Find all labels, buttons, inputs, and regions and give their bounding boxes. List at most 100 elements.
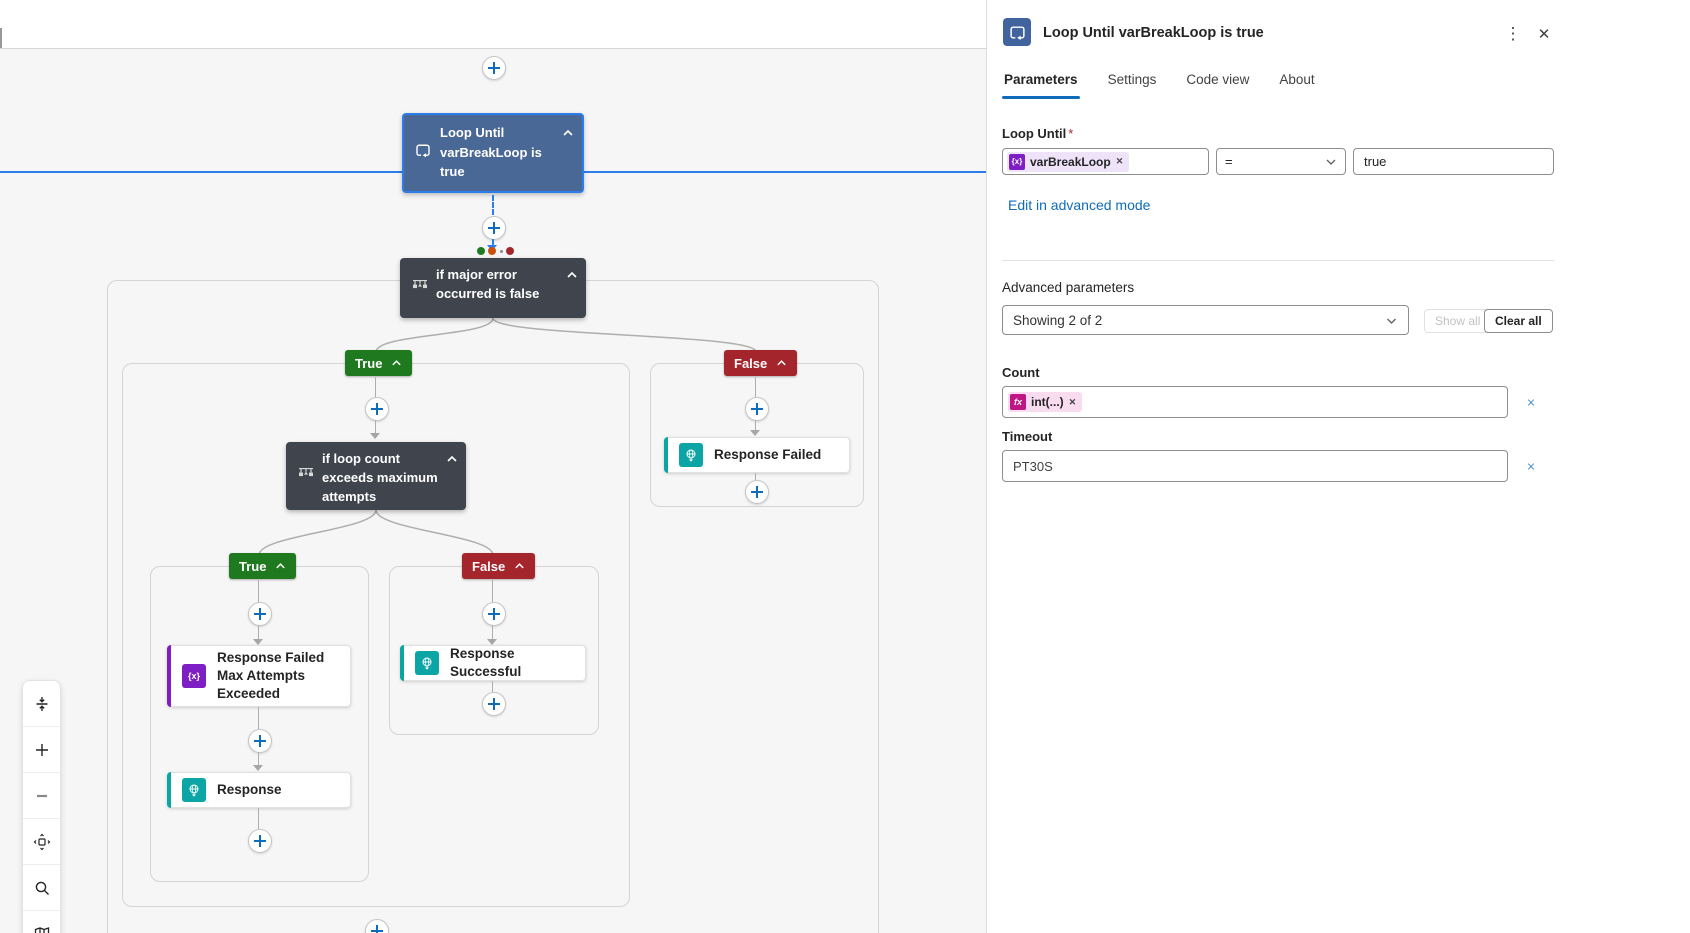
condition-icon — [411, 278, 429, 299]
loop-until-value-input[interactable] — [1362, 153, 1545, 170]
pan-button[interactable] — [23, 819, 60, 865]
branch-true-badge[interactable]: True — [345, 350, 413, 376]
canvas-toolbar — [22, 680, 61, 933]
action-response-failed[interactable]: Response Failed — [664, 437, 850, 473]
canvas-edge — [0, 28, 2, 48]
canvas-top-strip — [0, 0, 986, 49]
collapse-chevron-icon[interactable] — [566, 266, 578, 285]
connector — [492, 580, 493, 602]
response-icon — [679, 443, 703, 467]
card-accent — [400, 645, 404, 681]
timeout-label: Timeout — [1002, 429, 1053, 444]
node-title: if loop count exceeds maximum attempts — [322, 451, 438, 504]
connector — [258, 752, 259, 766]
clear-all-button[interactable]: Clear all — [1484, 309, 1553, 333]
add-action-button[interactable] — [482, 692, 506, 716]
connector-arrow — [750, 430, 760, 436]
show-all-button[interactable]: Show all — [1424, 309, 1492, 333]
tab-code-view[interactable]: Code view — [1186, 72, 1250, 87]
add-action-button[interactable] — [482, 56, 506, 80]
card-accent — [167, 772, 171, 808]
token-label: int(...) — [1031, 395, 1064, 409]
dropdown-value: Showing 2 of 2 — [1013, 312, 1103, 328]
add-action-button[interactable] — [482, 602, 506, 626]
clear-count-button[interactable] — [1521, 392, 1541, 412]
collapse-chevron-icon — [515, 563, 524, 569]
connector-arrow — [370, 433, 380, 439]
node-title: if major error occurred is false — [436, 267, 540, 301]
close-panel-button[interactable]: ✕ — [1530, 20, 1558, 48]
search-button[interactable] — [23, 865, 60, 911]
workflow-canvas[interactable]: Loop Until varBreakLoop is true if major… — [0, 0, 986, 933]
branch-false-badge[interactable]: False — [724, 350, 798, 376]
inner-branch-true-badge[interactable]: True — [229, 553, 297, 579]
loop-until-node[interactable]: Loop Until varBreakLoop is true — [402, 113, 584, 193]
tab-settings[interactable]: Settings — [1107, 72, 1157, 87]
connector — [258, 580, 259, 602]
add-action-button[interactable] — [248, 602, 272, 626]
advanced-parameters-label: Advanced parameters — [1002, 280, 1135, 295]
chevron-down-icon — [1385, 313, 1398, 328]
badge-label: True — [239, 558, 267, 574]
connector — [755, 377, 756, 397]
response-icon — [182, 778, 206, 802]
connector — [258, 808, 259, 829]
add-action-button[interactable] — [745, 397, 769, 421]
add-action-button[interactable] — [365, 397, 389, 421]
loop-until-operand-field[interactable]: {x} varBreakLoop ✕ — [1002, 148, 1209, 175]
more-options-button[interactable]: ⋮ — [1499, 20, 1527, 48]
advanced-parameters-select[interactable]: Showing 2 of 2 — [1002, 305, 1409, 335]
timeout-field[interactable] — [1002, 450, 1508, 482]
collapse-chevron-icon — [777, 360, 786, 366]
connector — [755, 473, 756, 480]
inner-branch-false-badge[interactable]: False — [462, 553, 536, 579]
operation-panel: Loop Until varBreakLoop is true ⋮ ✕ Para… — [986, 0, 1690, 933]
status-dot-small — [500, 250, 503, 253]
token-varbreakloop[interactable]: {x} varBreakLoop ✕ — [1007, 151, 1130, 172]
operator-select[interactable]: = — [1216, 148, 1346, 175]
edit-advanced-mode-link[interactable]: Edit in advanced mode — [1008, 197, 1151, 213]
condition-node-loop-count[interactable]: if loop count exceeds maximum attempts — [286, 442, 466, 510]
variables-icon: {x} — [1009, 153, 1025, 170]
count-label: Count — [1002, 365, 1040, 380]
tab-parameters[interactable]: Parameters — [1002, 68, 1080, 99]
connector — [492, 195, 494, 215]
zoom-out-button[interactable] — [23, 773, 60, 819]
function-icon: fx — [1010, 394, 1026, 410]
connector — [375, 420, 376, 434]
loop-icon — [415, 142, 431, 164]
action-title: Response Failed Max Attempts Exceeded — [217, 649, 325, 702]
remove-token-icon[interactable]: ✕ — [1068, 396, 1077, 407]
connector — [755, 420, 756, 431]
connector — [258, 625, 259, 640]
collapse-chevron-icon[interactable] — [562, 123, 574, 143]
section-divider — [1002, 260, 1554, 261]
panel-title: Loop Until varBreakLoop is true — [1043, 25, 1264, 41]
count-field[interactable]: fx int(...) ✕ — [1002, 386, 1508, 418]
add-action-button[interactable] — [482, 216, 506, 240]
add-action-button[interactable] — [248, 729, 272, 753]
connector — [492, 681, 493, 692]
operator-value: = — [1225, 154, 1233, 169]
clear-timeout-button[interactable] — [1521, 456, 1541, 476]
remove-token-icon[interactable]: ✕ — [1115, 156, 1124, 166]
tab-about[interactable]: About — [1279, 72, 1315, 87]
loop-until-value-field[interactable] — [1353, 148, 1554, 175]
action-title: Response Successful — [450, 645, 522, 679]
action-response[interactable]: Response — [167, 772, 351, 808]
timeout-input[interactable] — [1011, 457, 1499, 475]
add-action-button[interactable] — [745, 480, 769, 504]
add-action-button[interactable] — [248, 829, 272, 853]
minimap-button[interactable] — [23, 911, 60, 933]
card-accent — [167, 645, 171, 707]
action-response-successful[interactable]: Response Successful — [400, 645, 586, 681]
condition-node-major-error[interactable]: if major error occurred is false — [400, 258, 586, 318]
fit-view-button[interactable] — [23, 681, 60, 727]
connector — [492, 239, 494, 245]
token-int-expression[interactable]: fx int(...) ✕ — [1008, 392, 1083, 412]
collapse-chevron-icon[interactable] — [446, 450, 458, 469]
zoom-in-button[interactable] — [23, 727, 60, 773]
node-title: Loop Until varBreakLoop is true — [440, 125, 542, 179]
action-response-failed-max[interactable]: {x} Response Failed Max Attempts Exceede… — [167, 645, 351, 707]
loop-until-label: Loop Until* — [1002, 126, 1074, 141]
